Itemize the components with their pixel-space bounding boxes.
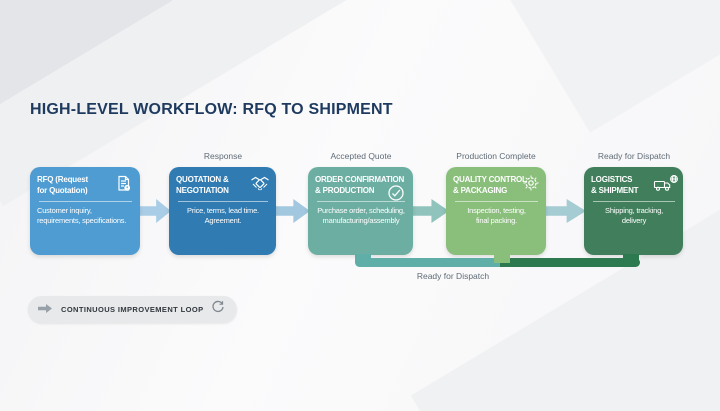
truck-globe-icon — [653, 174, 679, 194]
gear-icon — [522, 174, 542, 194]
bg-diagonal-shape — [487, 0, 720, 133]
stage-desc-4: Inspection, testing, final packing. — [467, 206, 526, 226]
milestone-label-response: Response — [203, 151, 243, 161]
improvement-loop-pill: CONTINUOUS IMPROVEMENT LOOP — [28, 296, 238, 323]
stage-desc-3: Purchase order, scheduling, manufacturin… — [317, 206, 405, 226]
stage-box-2: QUOTATION & NEGOTIATION Price, terms, le… — [169, 167, 276, 255]
connector-stub-logistics — [623, 254, 639, 263]
stage-divider — [317, 201, 405, 203]
milestone-label-accepted-quote: Accepted Quote — [330, 151, 392, 161]
flow-arrow-3 — [410, 199, 449, 223]
milestone-label-ready-for-dispatch: Ready for Dispatch — [597, 151, 671, 161]
document-info-icon — [114, 174, 134, 194]
stage-heading-2: QUOTATION & NEGOTIATION — [176, 175, 229, 195]
connector-stub-quality — [494, 254, 510, 263]
page-title: HIGH-LEVEL WORKFLOW: RFQ TO SHIPMENT — [30, 101, 393, 118]
check-circle-icon — [387, 184, 407, 204]
arrow-right-icon — [38, 301, 53, 319]
connector-stub-production — [355, 254, 371, 263]
stage-box-3: ORDER CONFIRMATION & PRODUCTION Purchase… — [308, 167, 413, 255]
connector-bar-teal — [355, 258, 505, 267]
stage-desc-2: Price, terms, lead time. Agreement. — [187, 206, 259, 226]
loop-icon — [211, 300, 225, 319]
handshake-icon — [250, 174, 270, 194]
flow-arrow-4 — [543, 199, 586, 223]
flow-arrow-1 — [138, 199, 171, 223]
stage-divider — [593, 201, 675, 203]
flow-arrow-2 — [273, 199, 310, 223]
connector-bar-green — [500, 258, 640, 267]
milestone-label-production-complete: Production Complete — [456, 151, 536, 161]
bg-diagonal-shape — [0, 0, 173, 156]
improvement-loop-label: CONTINUOUS IMPROVEMENT LOOP — [61, 305, 204, 314]
stage-heading-5: LOGISTICS & SHIPMENT — [591, 175, 639, 195]
stage-divider — [178, 201, 268, 203]
stage-box-5: LOGISTICS & SHIPMENT Shipping, tracking,… — [584, 167, 683, 255]
stage-box-4: QUALITY CONTROL & PACKAGING Inspection, … — [446, 167, 546, 255]
stage-heading-3: ORDER CONFIRMATION & PRODUCTION — [315, 175, 405, 195]
stage-heading-1: RFQ (Request for Quotation) — [37, 175, 88, 195]
connector-label: Ready for Dispatch — [416, 271, 490, 281]
stage-heading-4: QUALITY CONTROL & PACKAGING — [453, 175, 527, 195]
stage-box-1: RFQ (Request for Quotation) Customer inq… — [30, 167, 140, 255]
stage-desc-5: Shipping, tracking, delivery — [605, 206, 663, 226]
stage-divider — [455, 201, 538, 203]
stage-divider — [39, 201, 132, 203]
stage-desc-1: Customer inquiry, requirements, specific… — [37, 206, 127, 226]
